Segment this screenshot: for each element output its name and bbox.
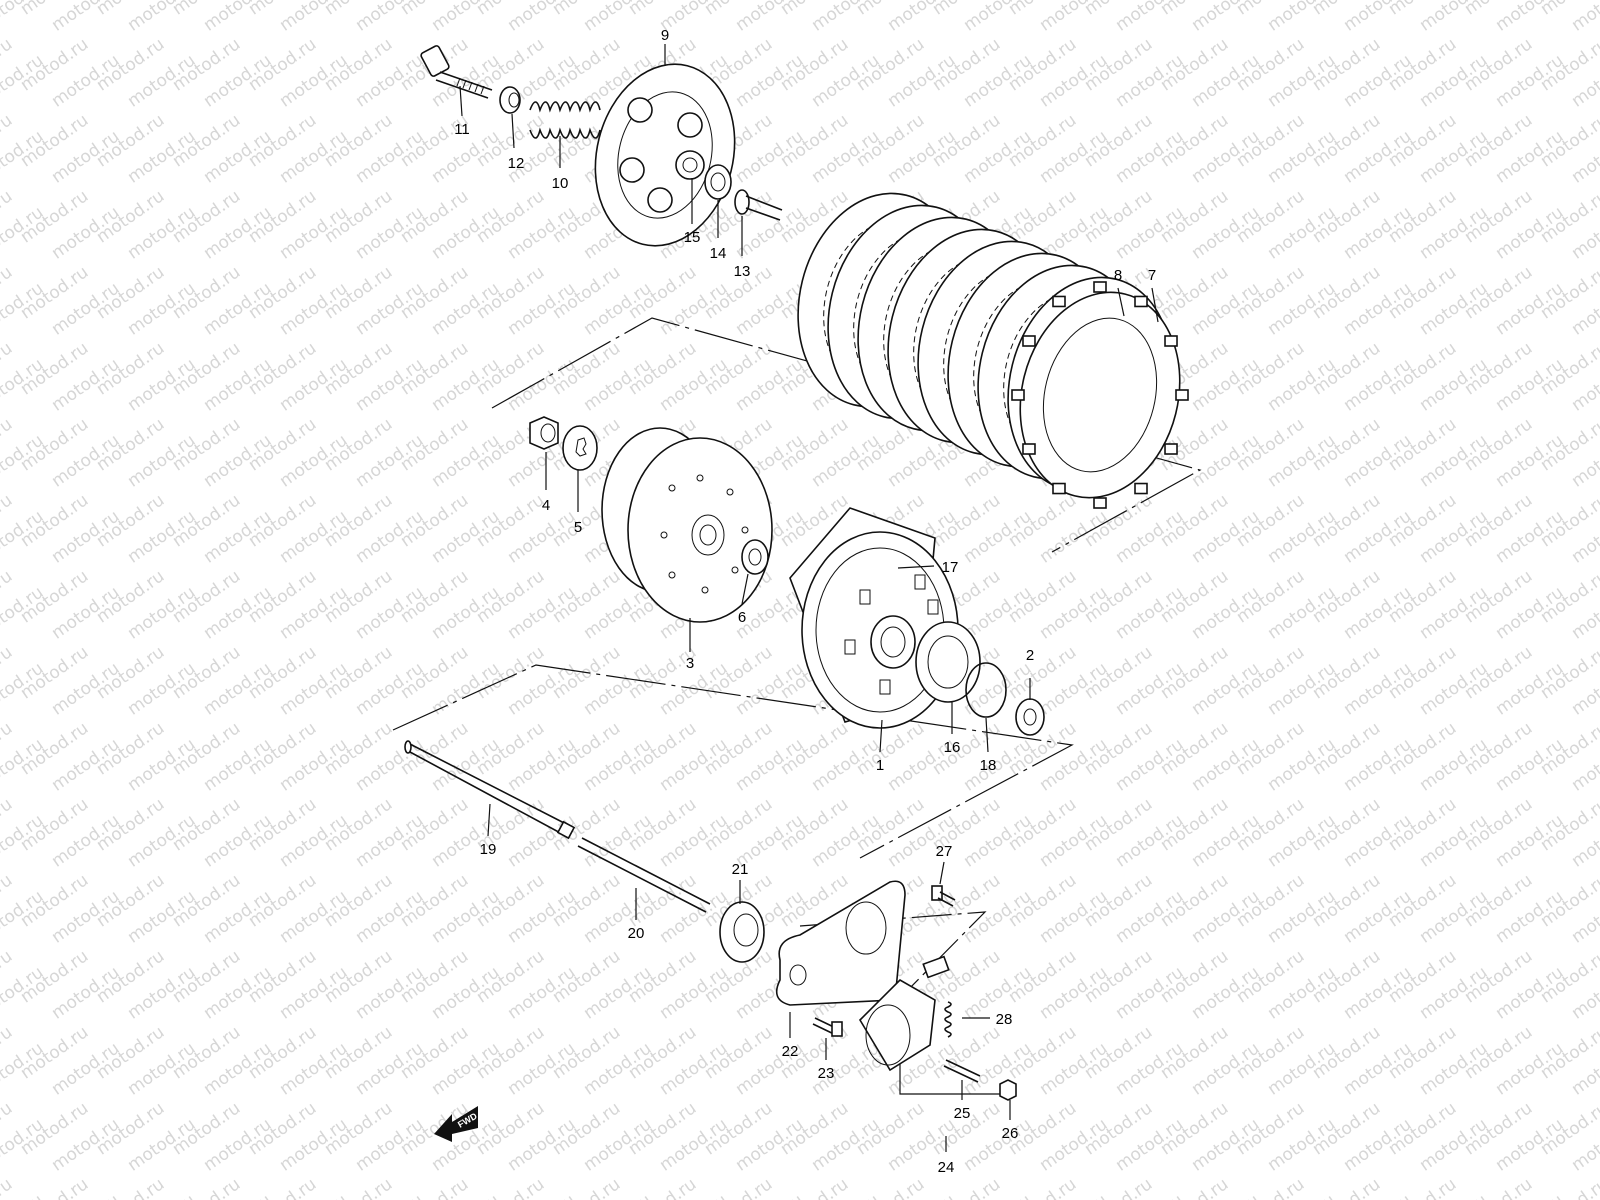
- callout-28: 28: [996, 1011, 1013, 1028]
- nut-26: [999, 1079, 1017, 1101]
- callout-6: 6: [738, 609, 746, 626]
- release-bearing-21: [719, 901, 765, 963]
- clutch-plates-stack: [797, 192, 1189, 509]
- part-callouts: 9 11 12 10 15 14 13 8 7 4 5 6 3 17 2 1 1…: [454, 27, 1156, 1176]
- bolt-27: [931, 885, 956, 907]
- push-rod-19: [404, 740, 576, 840]
- watermark-text: motod.ru: [1568, 0, 1600, 36]
- friction-plate-tab: [1164, 335, 1178, 347]
- friction-plate-tab: [1134, 295, 1148, 308]
- callout-19: 19: [480, 841, 497, 858]
- friction-plate-tab: [1052, 295, 1066, 308]
- bolt-11: [420, 45, 493, 99]
- callout-24: 24: [938, 1159, 955, 1176]
- watermark-text: motod.ru: [0, 1174, 16, 1200]
- callout-18: 18: [980, 757, 997, 774]
- spring-28: [944, 1001, 952, 1038]
- friction-plate-tab: [1052, 482, 1066, 495]
- friction-plate-tab: [1134, 482, 1148, 495]
- friction-plate-tab: [1164, 443, 1178, 455]
- callout-10: 10: [552, 175, 569, 192]
- callout-7: 7: [1148, 267, 1156, 284]
- thrust-washer-6: [741, 539, 769, 575]
- friction-plate-tab: [1022, 443, 1036, 455]
- gasket-plate-22: [775, 880, 906, 1006]
- push-rod-20: [577, 837, 711, 913]
- callout-17: 17: [942, 559, 959, 576]
- callout-22: 22: [782, 1043, 799, 1060]
- washer-5: [562, 425, 598, 471]
- callout-15: 15: [684, 229, 701, 246]
- callout-25: 25: [954, 1105, 971, 1122]
- friction-plate-tab: [1175, 389, 1189, 401]
- callout-9: 9: [661, 27, 669, 44]
- callout-2: 2: [1026, 647, 1034, 664]
- callout-12: 12: [508, 155, 525, 172]
- nut-4: [529, 416, 559, 450]
- pressure-plate: [594, 63, 736, 247]
- callout-5: 5: [574, 519, 582, 536]
- callout-23: 23: [818, 1065, 835, 1082]
- callout-13: 13: [734, 263, 751, 280]
- spring-10: [529, 101, 601, 139]
- callout-27: 27: [936, 843, 953, 860]
- callout-4: 4: [542, 497, 550, 514]
- friction-plate-inner: [1042, 317, 1158, 473]
- washer-2: [1015, 698, 1045, 736]
- callout-3: 3: [686, 655, 694, 672]
- release-cylinder-24: [858, 955, 950, 1072]
- callout-20: 20: [628, 925, 645, 942]
- circlip-18: [965, 662, 1007, 718]
- friction-plate-tab: [1093, 497, 1107, 509]
- leader-lines: [459, 44, 1159, 1152]
- callout-21: 21: [732, 861, 749, 878]
- stud-25: [943, 1059, 981, 1083]
- collar-12: [499, 86, 521, 114]
- bolt-23: [812, 1017, 843, 1037]
- callout-16: 16: [944, 739, 961, 756]
- gear-16: [915, 621, 981, 703]
- callout-1: 1: [876, 757, 884, 774]
- callout-11: 11: [454, 121, 470, 138]
- callout-8: 8: [1114, 267, 1122, 284]
- callout-14: 14: [710, 245, 727, 262]
- friction-plate-tab: [1011, 389, 1025, 401]
- friction-plate: [1019, 291, 1181, 499]
- push-piece-13: [734, 189, 783, 221]
- friction-plate-tab: [1093, 281, 1107, 293]
- friction-plate-tab: [1022, 335, 1036, 347]
- bearing-14: [704, 164, 732, 200]
- callout-26: 26: [1002, 1125, 1019, 1142]
- clutch-sleeve-hub-3: [601, 427, 773, 623]
